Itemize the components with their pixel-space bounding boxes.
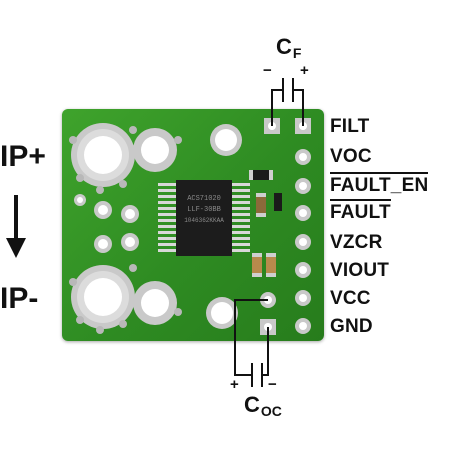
chip-marking-2: LLF-30BB xyxy=(187,206,221,214)
cf-label-sub: F xyxy=(292,45,302,61)
chip-marking-3: 1046362KKAA xyxy=(184,217,224,224)
pin-label-viout: VIOUT xyxy=(330,260,390,281)
pin-label-vcc: VCC xyxy=(330,288,371,309)
ip-plus-pad-small xyxy=(133,128,177,172)
coc-capacitor-symbol xyxy=(234,299,269,387)
smd-components xyxy=(249,170,282,277)
ip-minus-label: IP- xyxy=(0,282,39,315)
ip-plus-label: IP+ xyxy=(0,140,46,173)
pin-label-fault-en-text: FAULT_EN xyxy=(330,172,429,196)
coc-plus-sign: + xyxy=(230,376,239,393)
header-pins xyxy=(295,118,311,334)
coc-label-letter: C xyxy=(244,392,260,417)
mounting-hole-top xyxy=(210,124,242,156)
pin-label-vzcr: VZCR xyxy=(330,232,383,253)
pin-label-gnd: GND xyxy=(330,316,373,337)
coc-label: COC xyxy=(244,392,282,419)
cf-label: CF xyxy=(276,34,302,61)
cf-capacitor-symbol xyxy=(271,78,304,126)
chip-marking-1: ACS71020 xyxy=(187,195,221,203)
coc-minus-sign: − xyxy=(268,376,277,393)
chip-leads xyxy=(158,183,250,252)
pin-label-fault: FAULT xyxy=(330,199,391,223)
pin-label-fault-text: FAULT xyxy=(330,199,391,223)
pin-label-fault-en: FAULT_EN xyxy=(330,172,429,196)
ic-chip xyxy=(176,180,232,256)
ip-minus-pad-small xyxy=(133,281,177,325)
mounting-hole-bottom xyxy=(206,297,238,329)
cf-minus-sign: − xyxy=(263,62,272,79)
pin-label-filt: FILT xyxy=(330,116,370,137)
pin-label-voc: VOC xyxy=(330,146,372,167)
mounting-vias xyxy=(74,194,139,253)
current-direction-arrow-icon xyxy=(6,195,26,258)
cf-plus-sign: + xyxy=(300,62,309,79)
ip-minus-pad-large xyxy=(71,265,135,329)
cf-label-letter: C xyxy=(276,34,292,59)
ip-plus-pad-large xyxy=(71,123,135,187)
coc-label-sub: OC xyxy=(260,403,282,419)
